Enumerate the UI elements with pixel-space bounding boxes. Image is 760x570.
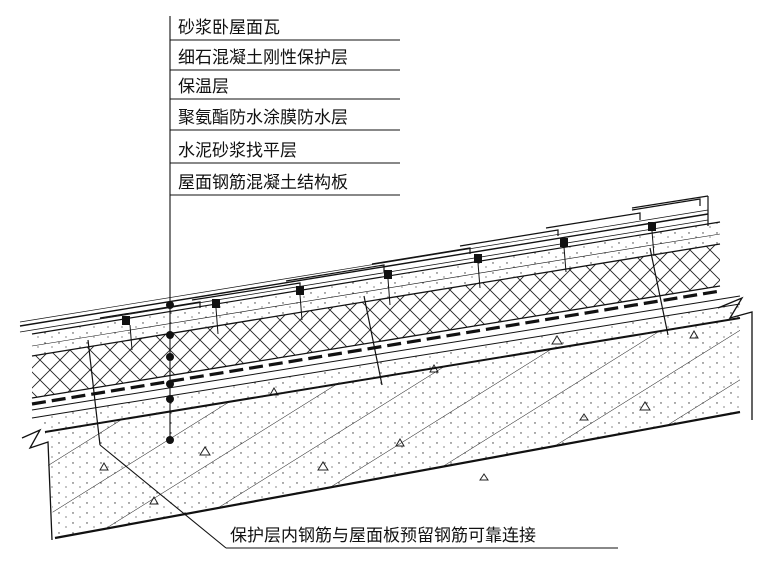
rebar-connectors xyxy=(87,247,669,446)
tile-anchors xyxy=(129,230,655,351)
leader-dots xyxy=(166,301,174,444)
left-break-line xyxy=(21,428,53,541)
label-structural-slab: 屋面钢筋混凝土结构板 xyxy=(178,173,348,193)
structural-slab xyxy=(44,317,741,540)
leader-lines xyxy=(99,16,618,549)
label-screed-layer: 水泥砂浆找平层 xyxy=(178,141,297,161)
roof-tiles xyxy=(19,195,709,351)
screed-layer xyxy=(31,303,741,432)
protective-layer xyxy=(31,221,721,356)
label-insulation-layer: 保温层 xyxy=(178,77,229,97)
label-protective-layer: 细石混凝土刚性保护层 xyxy=(178,48,348,68)
rebar-callout-label: 保护层内钢筋与屋面板预留钢筋可靠连接 xyxy=(230,526,536,546)
label-waterproof-layer: 聚氨酯防水涂膜防水层 xyxy=(178,108,348,128)
tile-hooks xyxy=(122,222,656,325)
waterproof-membrane xyxy=(31,289,741,411)
label-tile-layer: 砂浆卧屋面瓦 xyxy=(178,18,280,38)
